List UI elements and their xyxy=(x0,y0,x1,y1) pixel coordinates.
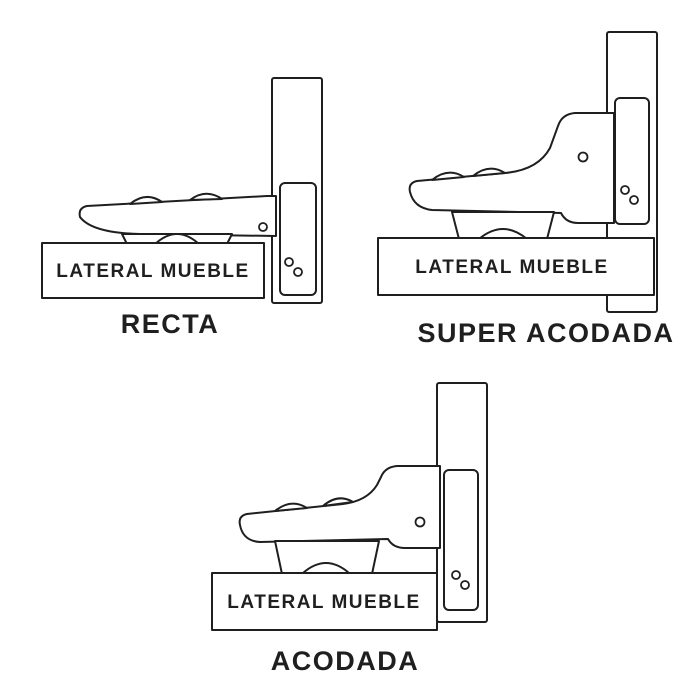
mounting-plate xyxy=(279,182,317,296)
arm-screw-dome xyxy=(274,502,308,512)
hinge-arm xyxy=(408,112,615,224)
arm-screw-dome xyxy=(322,497,354,507)
recta-hinge-drawing: LATERAL MUEBLE xyxy=(41,77,323,304)
arm-screw-dome xyxy=(129,196,163,205)
hinge-arm xyxy=(238,465,441,549)
lateral-mueble-box xyxy=(377,237,655,296)
screw-hole xyxy=(460,580,470,590)
arm-screw-dome xyxy=(472,167,506,177)
pivot-hole xyxy=(577,151,589,163)
screw-hole xyxy=(293,267,303,277)
pivot-hole xyxy=(258,222,268,232)
screw-hole xyxy=(620,185,630,195)
diagram-recta: LATERAL MUEBLE RECTA xyxy=(30,5,340,340)
panel-label: LATERAL MUEBLE xyxy=(56,261,249,282)
lateral-mueble-box xyxy=(41,242,265,299)
panel-label: LATERAL MUEBLE xyxy=(227,592,420,613)
mounting-plate xyxy=(614,97,650,225)
super-acodada-hinge-drawing: LATERAL MUEBLE xyxy=(377,31,658,313)
lateral-mueble-box xyxy=(211,572,438,631)
diagram-acodada: LATERAL MUEBLE ACODADA xyxy=(195,370,515,700)
diagram-title: RECTA xyxy=(120,309,220,339)
pivot-hole xyxy=(414,516,426,528)
acodada-hinge-drawing: LATERAL MUEBLE xyxy=(211,382,488,631)
screw-hole xyxy=(629,195,639,205)
panel-label: LATERAL MUEBLE xyxy=(415,257,608,278)
arm-screw-dome xyxy=(431,171,465,181)
diagram-super-acodada: LATERAL MUEBLE SUPER ACODADA xyxy=(370,20,690,360)
screw-hole xyxy=(451,570,461,580)
screw-hole xyxy=(284,257,294,267)
diagram-title: ACODADA xyxy=(270,646,420,676)
arm-screw-dome xyxy=(189,192,223,201)
hinge-arm xyxy=(78,195,277,237)
mounting-plate xyxy=(443,469,479,611)
diagram-title: SUPER ACODADA xyxy=(417,318,675,348)
